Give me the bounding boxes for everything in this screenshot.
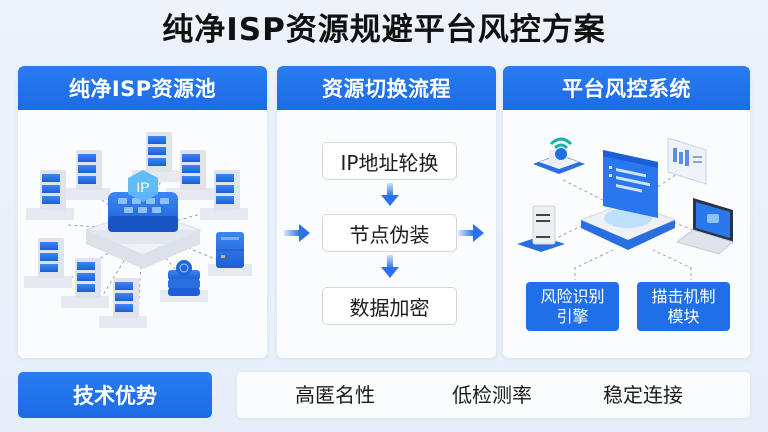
advantage-item-stable-connection: 稳定连接: [603, 383, 683, 407]
advantage-item-low-detection: 低检测率: [452, 383, 532, 407]
risk-control-panel: 平台风控系统: [503, 66, 750, 358]
panel-header: 资源切换流程: [277, 66, 496, 110]
risk-engine-module: 风险识别 引擎: [526, 282, 619, 331]
advantage-item-anonymity: 高匿名性: [295, 383, 375, 407]
flow-step-data-encryption: 数据加密: [322, 287, 457, 325]
counter-mechanism-module: 描击机制 模块: [637, 282, 730, 331]
panel-header: 纯净ISP资源池: [18, 66, 267, 110]
advantages-list: 高匿名性 低检测率 稳定连接: [237, 372, 750, 418]
isp-pool-illustration: IP: [18, 110, 267, 358]
advantages-label: 技术优势: [18, 372, 212, 418]
module-label-line2: 模块: [667, 306, 700, 326]
arrow-down-icon: [381, 183, 399, 206]
module-label-line1: 风险识别: [540, 286, 605, 306]
panel-header: 平台风控系统: [503, 66, 750, 110]
flow-step-ip-rotation: IP地址轮换: [322, 142, 457, 180]
isp-pool-panel: 纯净ISP资源池: [18, 66, 267, 358]
arrow-right-icon: [284, 224, 310, 242]
risk-control-illustration: 风险识别 引擎 描击机制 模块: [503, 110, 750, 358]
arrow-down-icon: [381, 255, 399, 278]
server-network-icon: IP: [24, 132, 252, 328]
risk-system-icon: [517, 137, 735, 280]
page-title: 纯净ISP资源规避平台风控方案: [162, 12, 606, 48]
flow-step-node-disguise: 节点伪装: [322, 214, 457, 252]
module-label-line2: 引擎: [556, 306, 589, 326]
flow-steps: IP地址轮换 节点伪装 数据加密: [277, 110, 496, 358]
ip-badge: IP: [136, 179, 149, 195]
resource-switch-panel: 资源切换流程 IP地址轮换 节点伪装 数据加密: [277, 66, 496, 358]
arrow-right-icon: [458, 224, 484, 242]
module-label-line1: 描击机制: [651, 286, 716, 306]
